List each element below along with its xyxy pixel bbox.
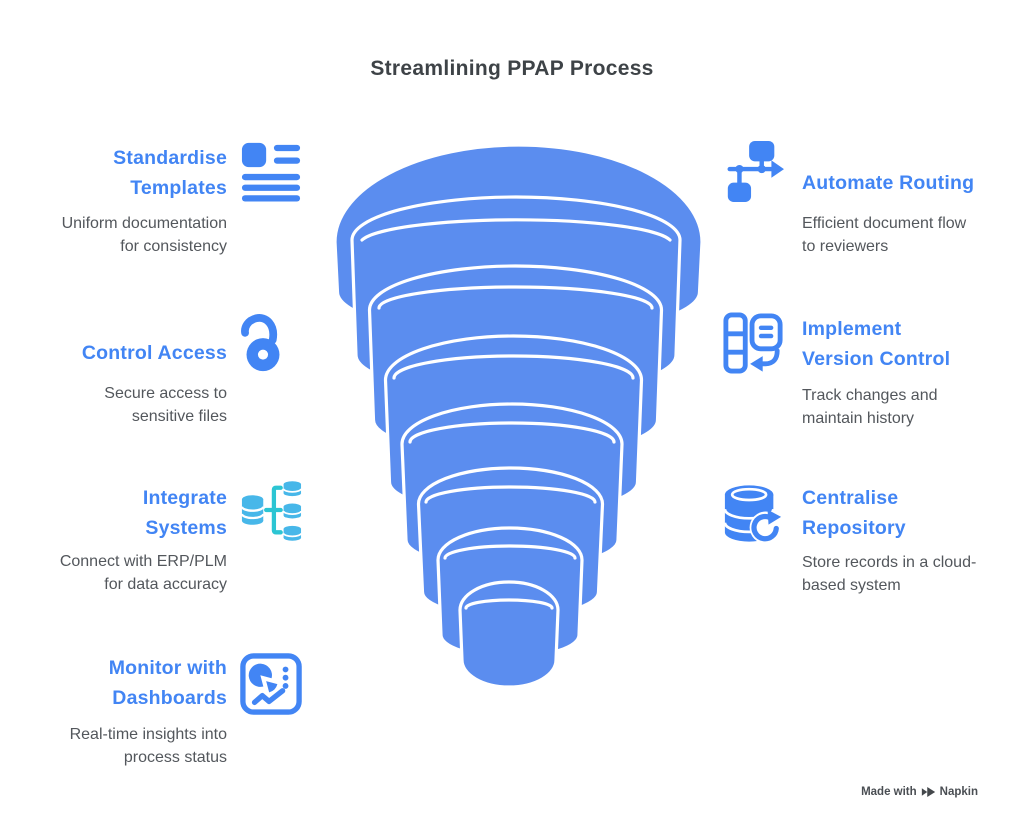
item-centralise-repository: Centralise Repository Store records in a… bbox=[722, 480, 1012, 610]
item-implement-version-control: Implement Version Control Track changes … bbox=[722, 310, 1012, 440]
item-integrate-systems: Integrate Systems Connect with ERP/PLM f… bbox=[30, 478, 302, 608]
made-with-napkin: Made with Napkin bbox=[861, 786, 978, 798]
item-heading: Implement Version Control bbox=[802, 318, 951, 370]
item-subtitle: Secure access to sensitive files bbox=[104, 385, 227, 425]
item-control-access: Control Access Secure access to sensitiv… bbox=[30, 312, 302, 432]
brand-label: Napkin bbox=[939, 786, 978, 798]
item-subtitle: Efficient document flow to reviewers bbox=[802, 215, 967, 255]
item-monitor-with-dashboards: Monitor with Dashboards Real-time insigh… bbox=[30, 650, 302, 780]
item-subtitle: Connect with ERP/PLM for data accuracy bbox=[59, 553, 227, 593]
routing-icon bbox=[722, 140, 784, 202]
templates-icon bbox=[240, 140, 302, 202]
item-automate-routing: Automate Routing Efficient document flow… bbox=[722, 140, 1012, 270]
item-subtitle: Uniform documentation for consistency bbox=[61, 215, 227, 255]
repository-icon bbox=[722, 482, 784, 544]
lock-open-icon bbox=[232, 312, 294, 374]
funnel-graphic bbox=[330, 138, 706, 694]
integration-icon bbox=[240, 480, 302, 542]
item-heading: Integrate Systems bbox=[142, 487, 227, 539]
item-subtitle: Store records in a cloud- based system bbox=[802, 554, 977, 594]
item-subtitle: Track changes and maintain history bbox=[802, 387, 938, 427]
item-heading: Monitor with Dashboards bbox=[108, 657, 227, 709]
item-heading: Control Access bbox=[81, 342, 227, 364]
made-with-label: Made with bbox=[861, 786, 917, 798]
funnel-layer-8 bbox=[458, 580, 560, 689]
item-heading: Centralise Repository bbox=[802, 487, 906, 539]
item-heading: Standardise Templates bbox=[113, 147, 227, 199]
item-standardise-templates: Standardise Templates Uniform documentat… bbox=[30, 140, 302, 270]
item-heading: Automate Routing bbox=[802, 172, 975, 194]
page-title: Streamlining PPAP Process bbox=[370, 57, 654, 80]
version-control-icon bbox=[722, 312, 784, 374]
dashboard-icon bbox=[240, 653, 302, 715]
item-subtitle: Real-time insights into process status bbox=[69, 726, 227, 766]
napkin-logo-icon bbox=[921, 786, 936, 798]
